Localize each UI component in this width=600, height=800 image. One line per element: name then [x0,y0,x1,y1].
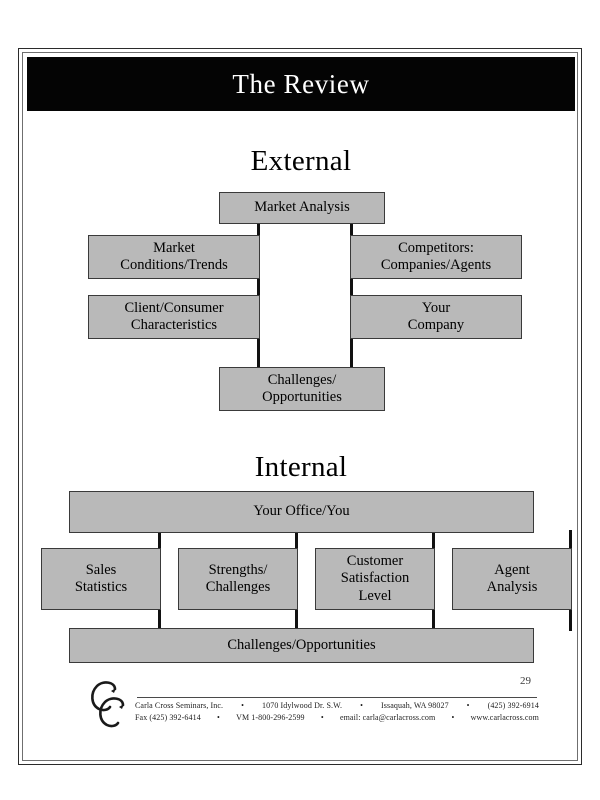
node-internal-challenges-opportunities: Challenges/Opportunities [69,628,534,663]
node-external-challenges-opportunities-label: Challenges/Opportunities [262,371,342,405]
connector-market-analysis-to-competitors [350,221,353,239]
node-market-analysis: Market Analysis [219,192,385,224]
node-market-analysis-label: Market Analysis [254,199,350,216]
section-heading-external: External [250,145,352,177]
node-internal-challenges-opportunities-label: Challenges/Opportunities [227,636,376,653]
node-competitors-companies-agents-label: Competitors:Companies/Agents [380,239,492,273]
connector-your-office-to-sales-statistics [158,530,161,551]
title-banner: The Review [27,57,575,111]
connector-market-conditions-to-client-consumer [257,276,260,298]
node-your-office-you: Your Office/You [69,491,534,533]
footer-city-state-zip: Issaquah, WA 98027 [381,701,449,710]
connector-your-office-to-agent-analysis [569,530,572,551]
connector-strengths-challenges-to-challenges [295,607,298,631]
connector-customer-satisfaction-to-challenges [432,607,435,631]
page-inner-border: The Review External Market Analysis Mark… [22,52,578,761]
footer-email[interactable]: email: carla@carlacross.com [339,713,436,723]
node-external-challenges-opportunities: Challenges/Opportunities [219,367,385,411]
footer-street-address: 1070 Idylwood Dr. S.W. [262,701,343,710]
footer-separator-icon: • [451,713,455,723]
node-your-office-you-label: Your Office/You [253,503,350,520]
footer-fax: Fax (425) 392-6414 [135,713,201,723]
footer-phone: (425) 392-6914 [487,701,539,710]
connector-competitors-to-your-company [350,276,353,298]
page-number: 29 [520,675,531,687]
connector-your-office-to-customer-satisfaction [432,530,435,551]
connector-your-company-to-challenges [350,336,353,370]
section-heading-internal: Internal [254,451,348,483]
footer-separator-icon: • [320,713,324,723]
connector-your-office-to-strengths-challenges [295,530,298,551]
node-strengths-challenges-label: Strengths/Challenges [205,561,271,595]
node-strengths-challenges: Strengths/Challenges [178,548,298,610]
footer-divider [137,697,537,698]
carla-cross-cc-monogram-logo [85,679,141,731]
connector-client-consumer-to-challenges [257,336,260,370]
connector-market-analysis-to-market-conditions [257,221,260,239]
footer-separator-icon: • [360,701,364,710]
footer-line-2: Fax (425) 392-6414 • VM 1-800-296-2599 •… [135,712,539,724]
connector-agent-analysis-to-challenges [569,607,572,631]
footer-line-1: Carla Cross Seminars, Inc. • 1070 Idylwo… [135,700,539,712]
page-title: The Review [232,68,370,99]
node-competitors-companies-agents: Competitors:Companies/Agents [350,235,522,279]
footer-voicemail: VM 1-800-296-2599 [236,713,305,723]
footer-contact-info: Carla Cross Seminars, Inc. • 1070 Idylwo… [135,700,539,725]
page-footer: 29 Carla Cross Seminars, Inc. • 1070 Idy… [23,675,577,753]
footer-website[interactable]: www.carlacross.com [470,713,539,723]
footer-separator-icon: • [216,713,220,723]
footer-company-name: Carla Cross Seminars, Inc. [135,701,224,710]
connector-sales-statistics-to-challenges [158,607,161,631]
footer-separator-icon: • [466,701,470,710]
document-page: The Review External Market Analysis Mark… [18,48,582,765]
footer-separator-icon: • [241,701,245,710]
